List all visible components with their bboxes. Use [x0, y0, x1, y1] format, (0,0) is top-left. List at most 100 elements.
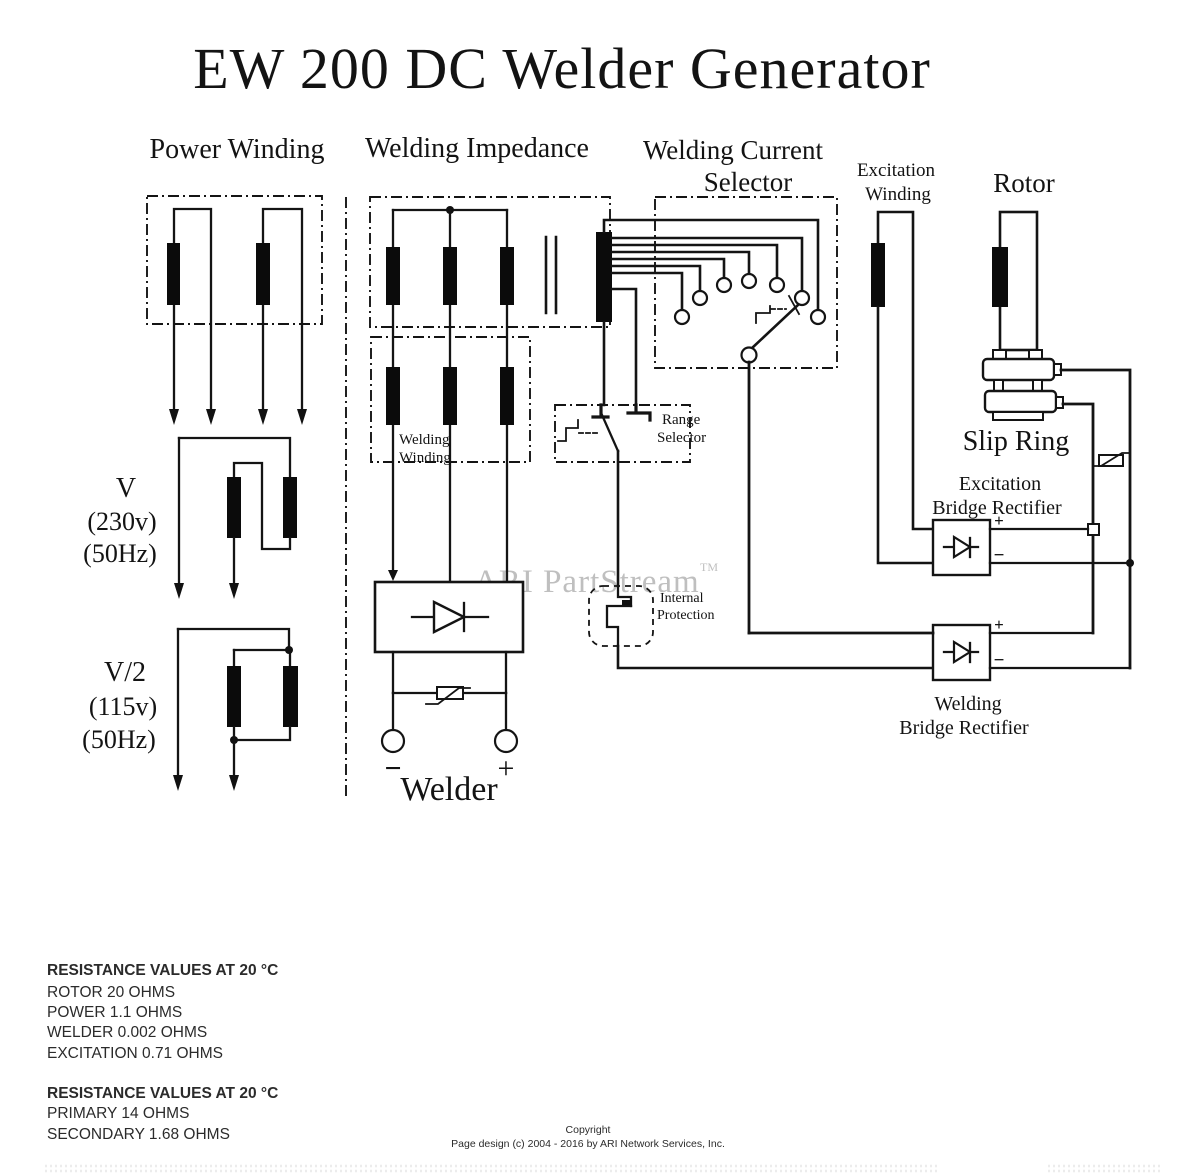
internal-protection-label-line2: Protection: [657, 608, 715, 623]
core-symbol: [544, 235, 558, 315]
note-line: PRIMARY 14 OHMS: [47, 1105, 189, 1122]
resistance-notes-block1: RESISTANCE VALUES AT 20 °C ROTOR 20 OHMS…: [47, 962, 278, 1062]
welding-current-selector-header-line2: Selector: [704, 167, 792, 197]
selector-tap-coil: [596, 232, 612, 322]
note-line: SECONDARY 1.68 OHMS: [47, 1126, 230, 1143]
welding-impedance-section: Welding Winding: [369, 196, 611, 584]
footer-copyright-line1: Copyright: [566, 1124, 611, 1136]
welder-plus-sign: +: [498, 752, 515, 785]
excitation-plus-terminal: [1087, 523, 1100, 536]
range-selector-box: [554, 404, 691, 463]
footer-copyright-line2: Page design (c) 2004 - 2016 by ARI Netwo…: [451, 1138, 725, 1150]
excitation-bridge-minus: −: [994, 545, 1005, 566]
impedance-coil-3: [500, 247, 514, 305]
selector-terminal-1: [673, 308, 691, 326]
welding-winding-label-line1: Welding: [399, 432, 450, 448]
excitation-bridge-diode-icon: [952, 535, 973, 559]
excitation-coil: [871, 243, 885, 307]
v230-label-line3: (50Hz): [83, 539, 157, 568]
range-selector-blade: [600, 413, 620, 453]
resistance-notes-block2: RESISTANCE VALUES AT 20 °C PRIMARY 14 OH…: [47, 1085, 278, 1143]
selector-terminal-7: [809, 308, 827, 326]
v230-label-line1: V: [116, 473, 136, 504]
power-winding-box: [146, 195, 323, 325]
watermark-tm: TM: [700, 560, 718, 574]
note-line: POWER 1.1 OHMS: [47, 1004, 182, 1021]
rotor-bus-wiring: [1059, 368, 1134, 670]
selector-switch-blade: [749, 303, 800, 351]
welder-diode-icon: [432, 600, 467, 634]
welder-label: Welder: [400, 771, 498, 808]
selector-wiper-pivot: [740, 346, 758, 364]
internal-protection-label-line1: Internal: [660, 591, 704, 606]
power-coil-1: [167, 243, 180, 305]
power-coil-2: [256, 243, 270, 305]
welding-current-selector-box: [654, 196, 838, 369]
welder-negative-terminal: [380, 728, 406, 754]
slip-ring-upper: [981, 357, 1056, 382]
impedance-coil-2: [443, 247, 457, 305]
range-selector-label-line1: Range: [662, 412, 701, 428]
power-winding-header: Power Winding: [150, 134, 325, 165]
v115-label-line1: V/2: [104, 657, 146, 688]
excitation-bridge-rectifier: + − Excitation Bridge Rectifier: [931, 473, 1132, 577]
footer: Copyright Page design (c) 2004 - 2016 by…: [45, 1124, 1160, 1173]
voltage-230v-circuit: V (230v) (50Hz): [83, 436, 297, 599]
v115-label-line2: (115v): [89, 692, 157, 721]
note-line: EXCITATION 0.71 OHMS: [47, 1045, 223, 1062]
excitation-winding: [871, 210, 935, 565]
welding-current-selector-header-line1: Welding Current: [643, 135, 824, 165]
page-title: EW 200 DC Welder Generator: [193, 36, 931, 101]
welding-impedance-header: Welding Impedance: [365, 133, 589, 164]
range-selector-label-line2: Selector: [657, 430, 706, 446]
selector-terminal-5: [768, 276, 786, 294]
slip-ring-label: Slip Ring: [963, 426, 1070, 457]
welder-minus-sign: −: [384, 752, 401, 785]
note-line: ROTOR 20 OHMS: [47, 984, 175, 1001]
selector-terminal-4: [740, 272, 758, 290]
voltage-115v-circuit: V/2 (115v) (50Hz): [82, 627, 298, 791]
footer-divider: [45, 1164, 1160, 1173]
v230-coil-left: [227, 477, 241, 538]
power-winding-section: [146, 195, 323, 425]
welding-winding-label-line2: Winding: [399, 450, 451, 466]
note-line: WELDER 0.002 OHMS: [47, 1024, 207, 1041]
v115-coil-right: [283, 666, 298, 727]
welding-winding-coil-1: [386, 367, 400, 425]
excitation-bridge-plus: +: [994, 511, 1004, 530]
welding-bridge-rectifier: + − Welding Bridge Rectifier: [747, 615, 1132, 739]
rotor-coil: [992, 247, 1008, 307]
v115-coil-left: [227, 666, 241, 727]
notes-heading-1: RESISTANCE VALUES AT 20 °C: [47, 962, 278, 979]
welding-winding-coil-2: [443, 367, 457, 425]
v230-label-line2: (230v): [87, 507, 156, 536]
excitation-winding-header-line2: Winding: [865, 184, 931, 205]
range-selector: Range Selector: [554, 403, 706, 588]
excitation-winding-header-line1: Excitation: [857, 160, 936, 181]
welder-rectifier: − + Welder: [373, 580, 525, 808]
selector-terminal-2: [691, 289, 709, 307]
notes-heading-2: RESISTANCE VALUES AT 20 °C: [47, 1085, 278, 1102]
selector-terminal-3: [715, 276, 733, 294]
v115-label-line3: (50Hz): [82, 725, 156, 754]
excitation-bridge-label-line2: Bridge Rectifier: [932, 497, 1062, 519]
slip-ring-lower: [983, 389, 1058, 414]
v230-coil-right: [283, 477, 297, 538]
excitation-bridge-label-line1: Excitation: [959, 473, 1041, 495]
welder-positive-terminal: [493, 728, 519, 754]
welding-bridge-box: [931, 623, 992, 682]
rotor-header: Rotor: [993, 168, 1055, 198]
welding-current-selector-section: [596, 196, 838, 635]
welding-bridge-diode-icon: [952, 640, 973, 664]
welding-bridge-minus: −: [994, 650, 1005, 671]
internal-protection: Internal Protection: [588, 584, 935, 670]
selector-terminal-6: [793, 289, 811, 307]
welding-impedance-box: [369, 196, 611, 328]
internal-protection-contact: [622, 600, 632, 607]
welding-bridge-label-line2: Bridge Rectifier: [899, 717, 1029, 739]
welding-bridge-label-line1: Welding: [934, 693, 1001, 715]
welding-bridge-plus: +: [994, 615, 1004, 634]
welding-winding-coil-3: [500, 367, 514, 425]
